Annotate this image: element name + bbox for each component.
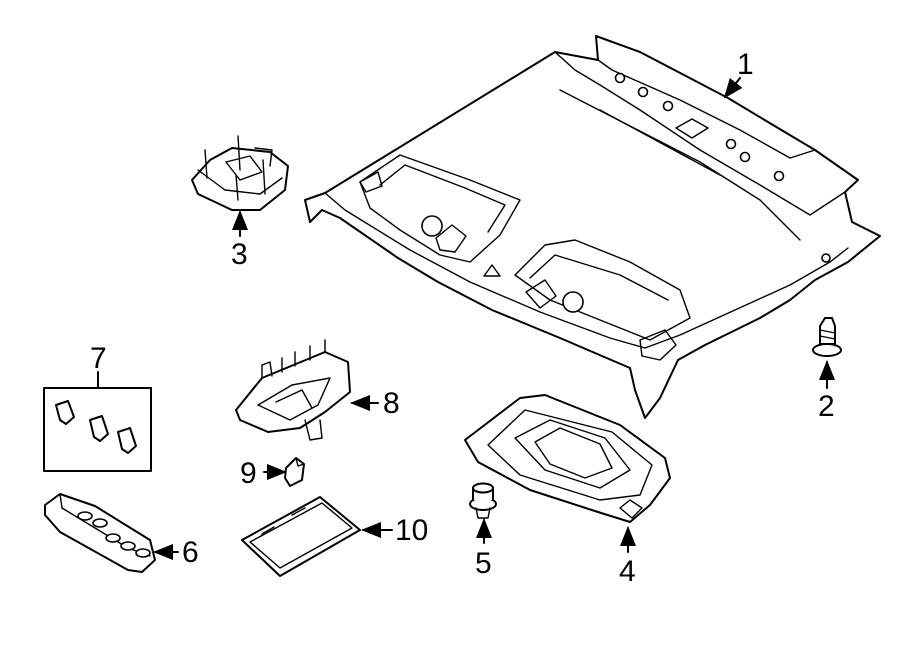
lamp-lens-part [241,496,361,577]
callout-4: 4 [619,555,636,588]
push-clip-part [469,482,497,519]
lamp-housing-part [235,339,351,441]
console-bracket-part [191,135,289,211]
bulb-set-part [43,387,152,472]
headliner-panel [304,35,881,419]
callout-10: 10 [395,514,428,547]
callout-1: 1 [737,48,754,81]
dome-lamp-part [44,493,156,573]
trim-panel-part [464,394,671,523]
screw-part [812,317,842,357]
callout-7: 7 [90,342,107,375]
callout-5: 5 [475,547,492,580]
bulb-part [284,457,305,487]
callout-6: 6 [182,536,199,569]
callout-9: 9 [240,457,257,490]
leader-lines [97,77,835,560]
callout-3: 3 [231,238,248,271]
callout-2: 2 [818,390,835,423]
callout-8: 8 [383,387,400,420]
